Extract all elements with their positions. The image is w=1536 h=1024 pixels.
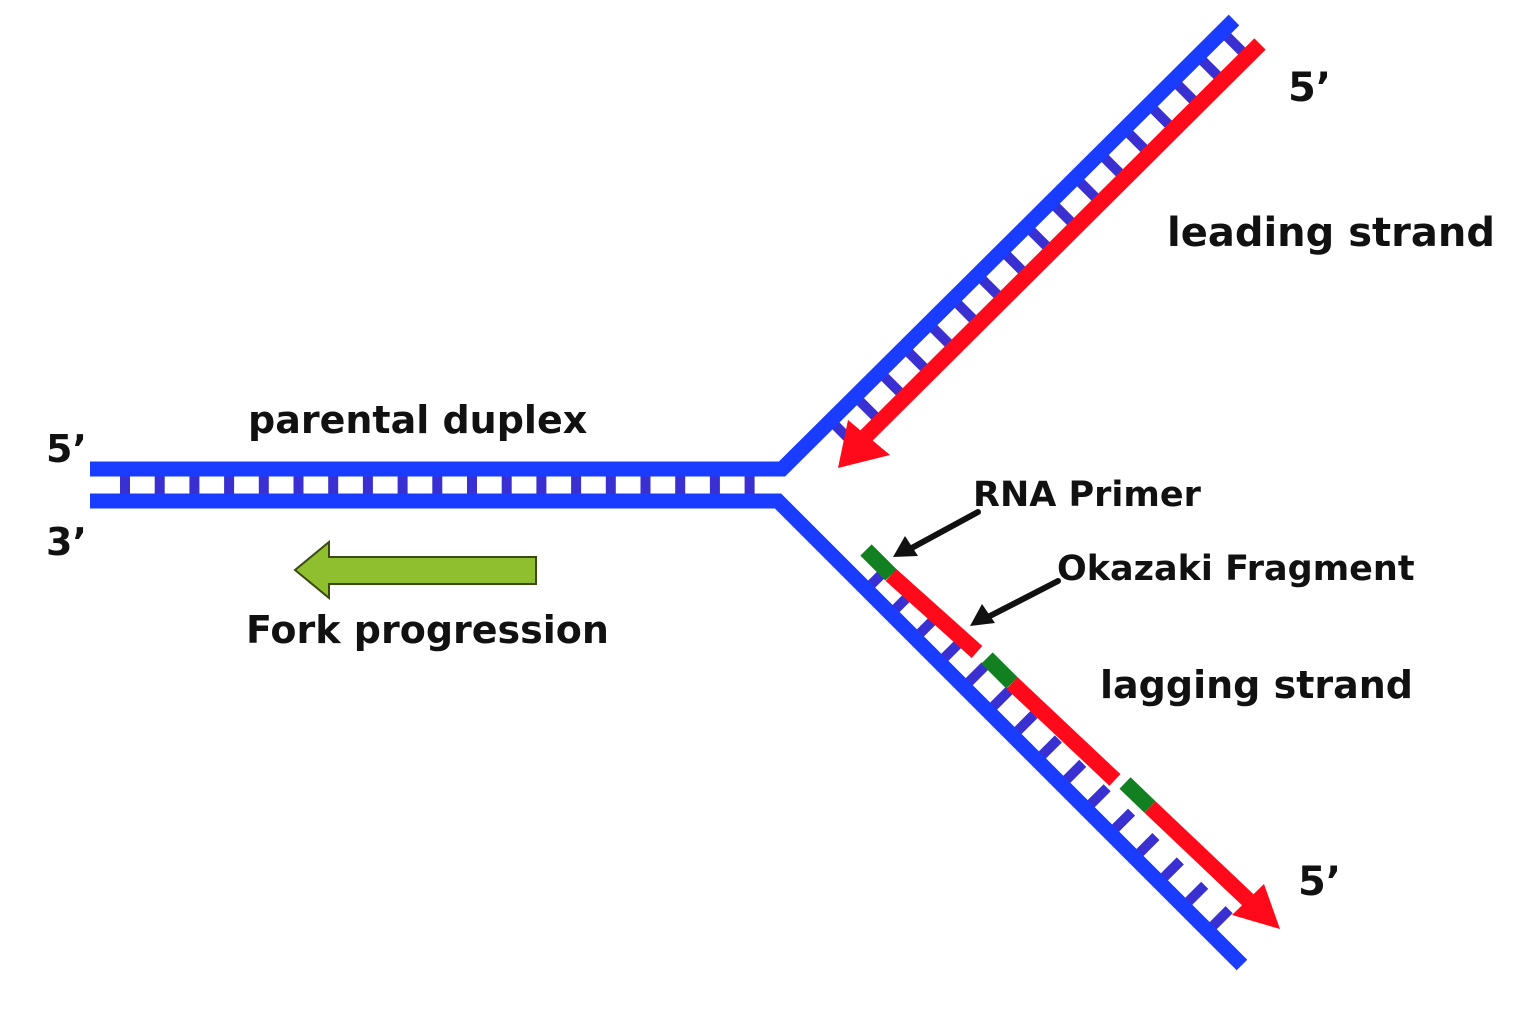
lagging-strand-arrowhead bbox=[1232, 884, 1280, 929]
okazaki-pointer-head bbox=[970, 604, 995, 626]
rna-primer-pointer bbox=[905, 509, 981, 553]
leading-strand-arrowhead bbox=[838, 420, 890, 468]
rna-primer-pointer-head bbox=[893, 536, 918, 557]
parental-top-strand bbox=[90, 14, 1240, 477]
okazaki-pointer bbox=[983, 578, 1061, 621]
okazaki-fragment bbox=[885, 569, 983, 658]
parental-bottom-strand bbox=[90, 493, 1248, 971]
strands bbox=[90, 14, 1280, 971]
rna-primer bbox=[1119, 777, 1156, 813]
parental-duplex-label: parental duplex bbox=[248, 398, 587, 442]
leading-strand bbox=[860, 38, 1266, 442]
okazaki-fragment-label: Okazaki Fragment bbox=[1057, 549, 1415, 589]
fork-progression-arrow bbox=[293, 539, 537, 601]
rna-primer bbox=[860, 544, 897, 581]
okazaki-fragment bbox=[1006, 677, 1121, 786]
three-prime-left-label: 3’ bbox=[46, 520, 87, 564]
annotation-arrows bbox=[293, 509, 1061, 626]
five-prime-left-label: 5’ bbox=[46, 427, 87, 471]
leading-strand-label: leading strand bbox=[1167, 210, 1495, 256]
rna-primer bbox=[981, 652, 1018, 689]
fork-progression-label: Fork progression bbox=[246, 608, 609, 652]
five-prime-leading-label: 5’ bbox=[1288, 65, 1331, 111]
rna-primer-label: RNA Primer bbox=[973, 475, 1202, 515]
lagging-strand-label: lagging strand bbox=[1100, 663, 1413, 707]
five-prime-lagging-label: 5’ bbox=[1298, 859, 1341, 905]
okazaki-fragment bbox=[1144, 801, 1254, 906]
